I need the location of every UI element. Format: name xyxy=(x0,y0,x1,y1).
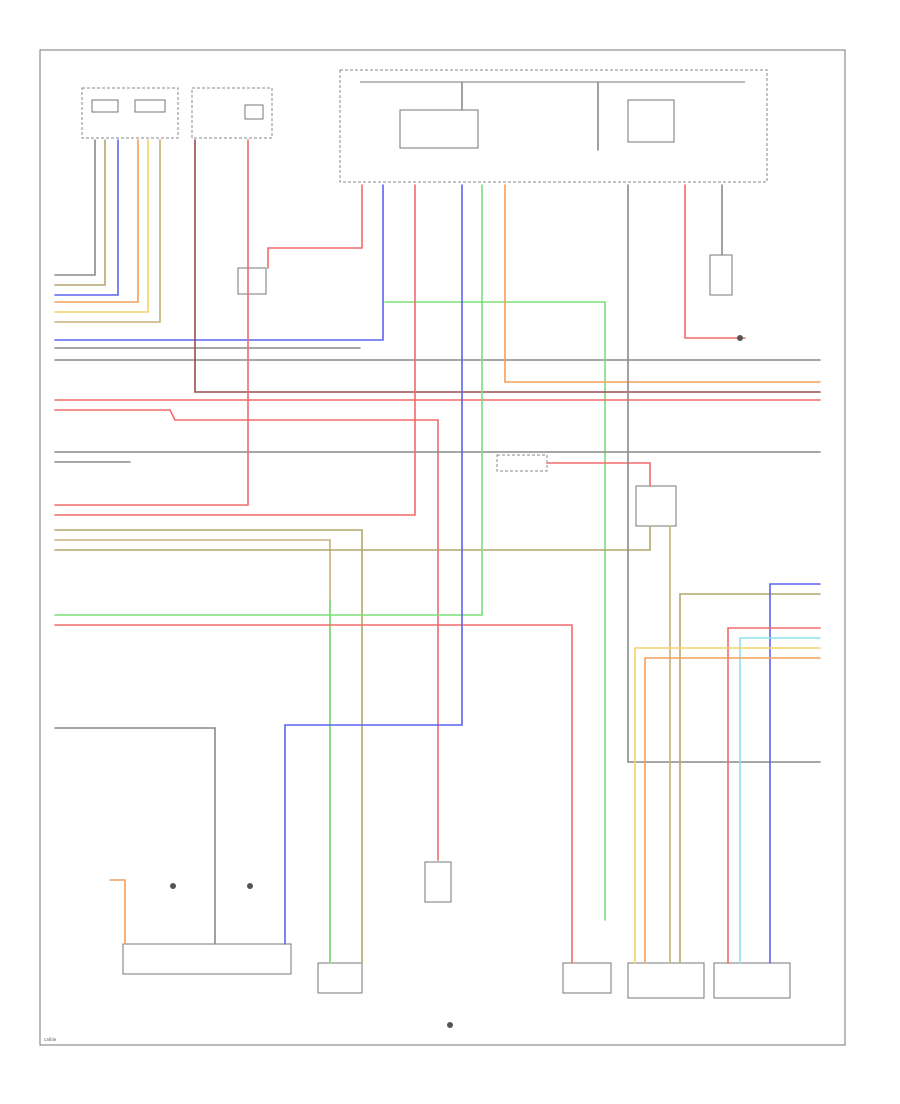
wire-yellow-2 xyxy=(634,647,821,964)
wire-orange-4 xyxy=(644,657,821,964)
wire-orange-2 xyxy=(504,184,821,383)
clutch-switch xyxy=(635,485,677,527)
fuel-pump-resistor xyxy=(562,962,612,994)
wire-orange-3 xyxy=(109,879,126,945)
brake-switch xyxy=(709,254,733,296)
wire-olive-3 xyxy=(54,525,651,551)
ignition-switch xyxy=(237,267,267,295)
wire-blue-4 xyxy=(769,583,821,964)
connector-block xyxy=(496,454,548,472)
wire-olive-4 xyxy=(679,593,821,964)
ground-point-3 xyxy=(447,1022,453,1028)
wire-blue-3 xyxy=(284,184,463,945)
instrument-cluster-contact-a xyxy=(91,99,119,113)
wire-gray-6 xyxy=(54,727,216,945)
ground-point-4 xyxy=(737,335,743,341)
lighting-switch xyxy=(191,87,273,139)
ground-point-2 xyxy=(247,883,253,889)
wire-yellow-1 xyxy=(54,139,149,313)
wire-green-1 xyxy=(384,301,606,921)
wire-olive-1 xyxy=(54,139,106,286)
wire-red-2 xyxy=(54,409,439,861)
wire-red-ignition-feed xyxy=(267,184,363,269)
wire-gray-7 xyxy=(627,184,821,763)
instrument-cluster-contact-b xyxy=(134,99,166,113)
wire-olive-2 xyxy=(54,529,363,964)
wire-gray-1 xyxy=(54,139,96,276)
wire-red-8 xyxy=(727,627,821,964)
wire-blue-1 xyxy=(54,139,119,296)
wire-blue-2 xyxy=(54,184,384,341)
speed-sensor-rear xyxy=(713,962,791,999)
main-relay xyxy=(627,99,675,143)
wire-red-4 xyxy=(54,139,249,506)
fuel-pump-module xyxy=(122,943,292,975)
instrument-cluster xyxy=(81,87,179,139)
wire-darkred-1 xyxy=(194,139,821,393)
wire-red-3 xyxy=(546,462,651,487)
wire-red-5 xyxy=(54,184,416,516)
fuse-relay-box xyxy=(339,69,768,183)
diagram-frame xyxy=(39,49,846,1046)
ground-point-1 xyxy=(170,883,176,889)
wire-tan-1 xyxy=(54,139,161,323)
wire-orange-1 xyxy=(54,139,139,303)
fuel-pump-relay xyxy=(399,109,479,149)
wire-lightblue-1 xyxy=(739,637,821,964)
speed-sensor-front xyxy=(627,962,705,999)
footer-label: ca6de xyxy=(44,1037,57,1042)
lighting-switch-contact xyxy=(244,104,264,120)
purge-valve-switch xyxy=(424,861,452,903)
wire-red-7 xyxy=(684,184,746,339)
wire-green-2 xyxy=(54,184,483,616)
wire-red-6 xyxy=(54,624,573,964)
pressure-sensor xyxy=(317,962,363,994)
wire-tan-2 xyxy=(54,539,331,964)
